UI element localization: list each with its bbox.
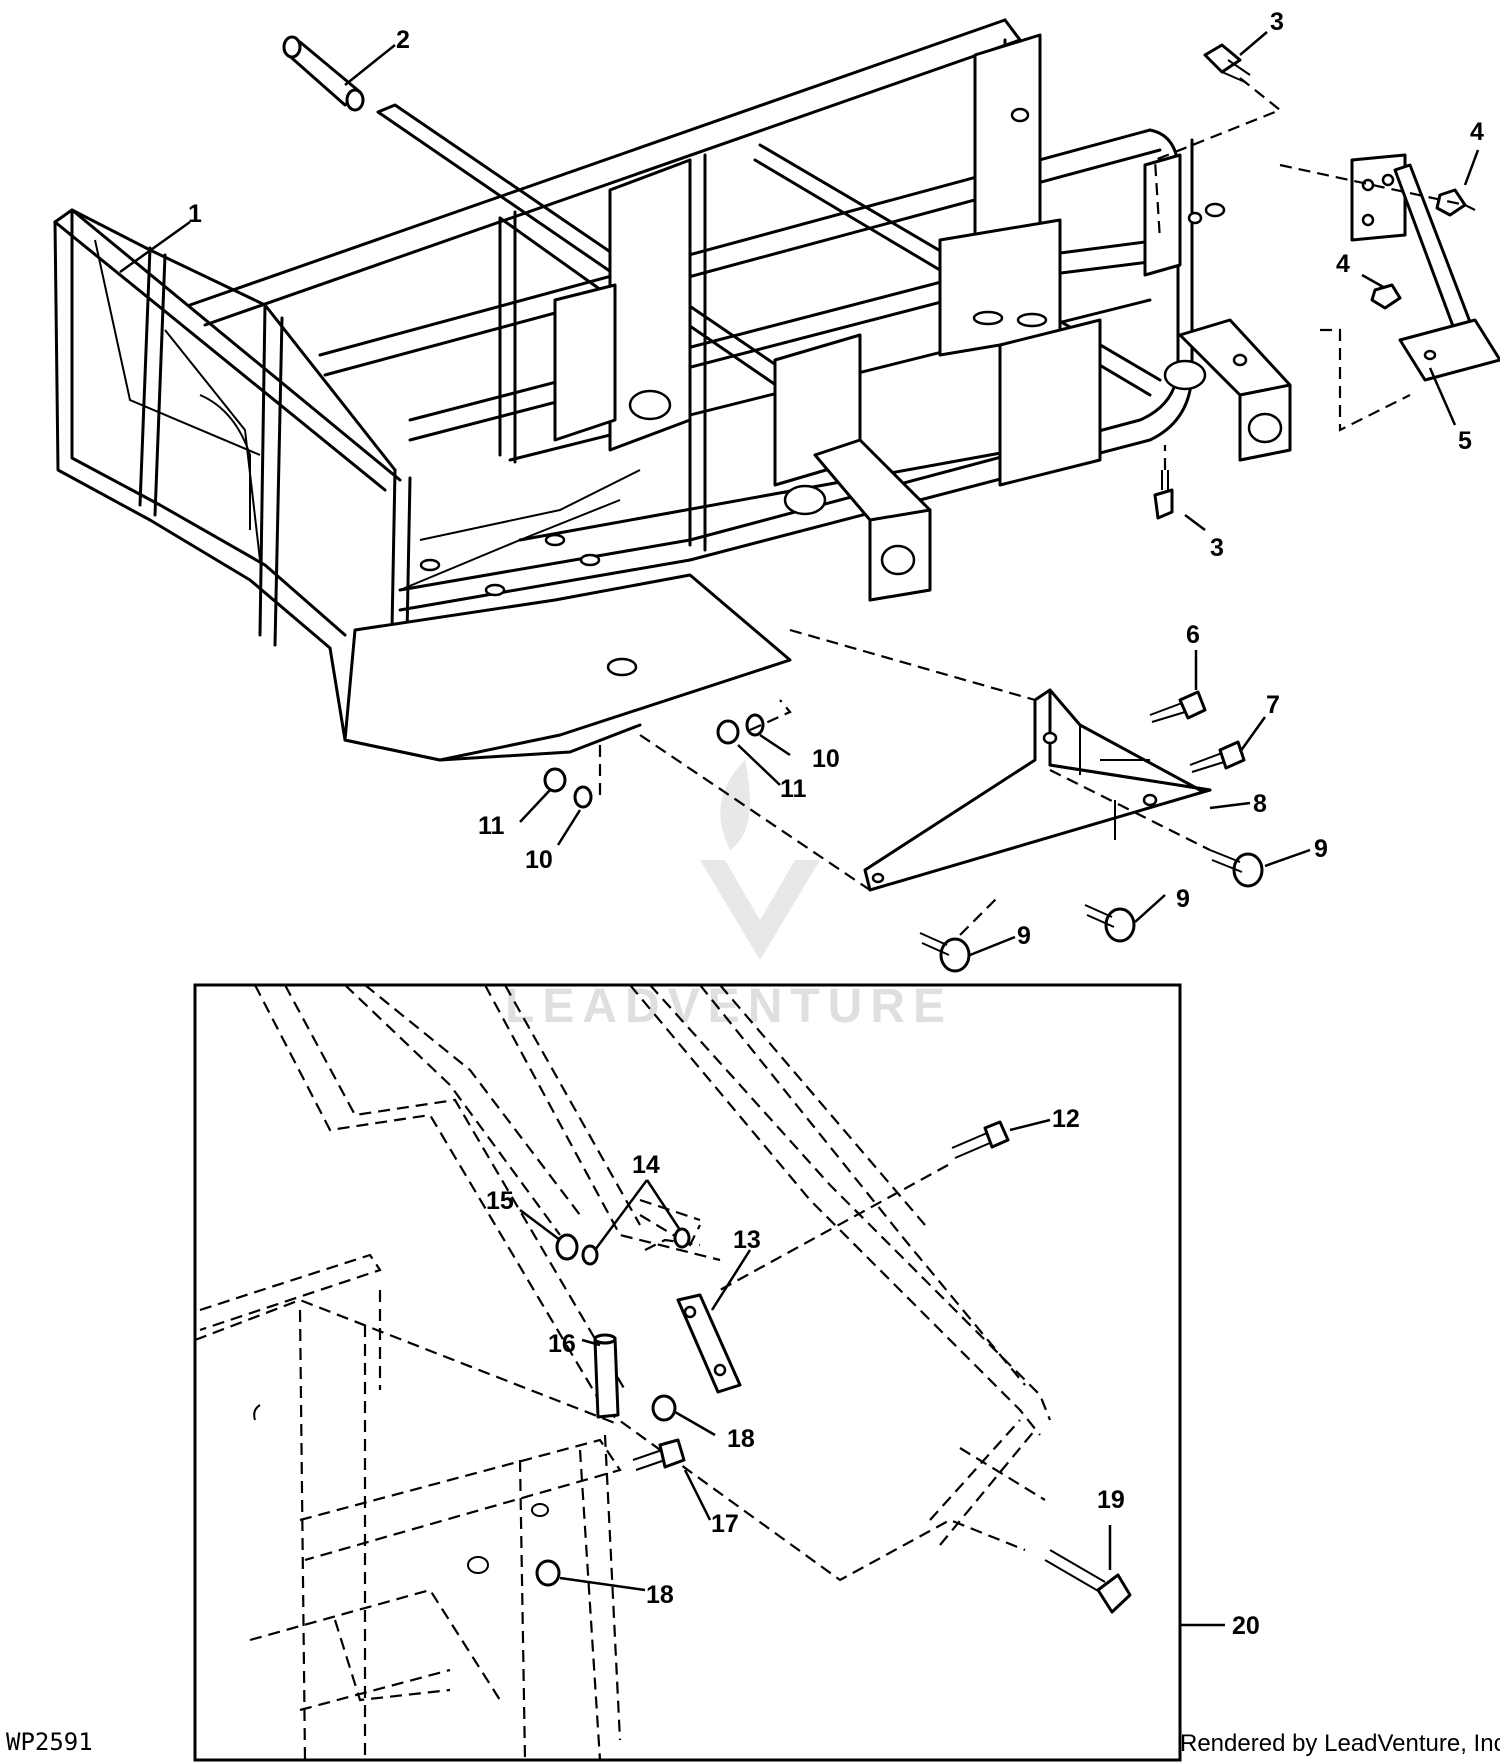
nut-part-11-a <box>716 719 740 745</box>
callout-numbers: 1 2 3 3 4 4 5 6 7 8 9 9 9 10 10 11 11 12… <box>188 8 1484 1640</box>
cross-member-part-8 <box>863 688 1212 892</box>
callout-leaders <box>119 31 1480 1627</box>
nut-part-15 <box>555 1233 579 1261</box>
watermark-text: LEADVENTURE <box>505 980 953 1033</box>
detail-box <box>193 983 1182 1762</box>
callout-12: 12 <box>1052 1105 1080 1133</box>
nut-part-18-a <box>651 1394 677 1422</box>
callout-10-a: 10 <box>812 745 840 773</box>
callout-4-lower: 4 <box>1336 250 1350 278</box>
callout-10-b: 10 <box>525 846 553 874</box>
callout-4-upper: 4 <box>1470 118 1484 146</box>
bolt-part-19 <box>1044 1549 1132 1614</box>
callout-3-bottom: 3 <box>1210 534 1224 562</box>
callout-20: 20 <box>1232 1612 1260 1640</box>
bolt-part-6 <box>1149 690 1207 723</box>
nut-part-18-b <box>535 1559 561 1587</box>
callout-18-a: 18 <box>727 1425 755 1453</box>
callout-17: 17 <box>711 1510 739 1538</box>
callout-19: 19 <box>1097 1486 1125 1514</box>
callout-8: 8 <box>1253 790 1267 818</box>
callout-9-c: 9 <box>1017 922 1031 950</box>
watermark-logo: LEADVENTURE <box>505 760 953 1033</box>
figure-code: WP2591 <box>6 1728 93 1756</box>
washer-part-10-b <box>573 785 593 809</box>
carriage-bolt-part-9-a <box>1209 849 1264 888</box>
link-part-13 <box>676 1293 742 1394</box>
frame-assembly <box>53 18 1292 762</box>
callout-5: 5 <box>1458 427 1472 455</box>
bolt-part-12 <box>951 1120 1010 1159</box>
pin-part-16 <box>593 1333 620 1419</box>
bolt-part-7 <box>1189 740 1246 773</box>
pin-part-2 <box>282 35 365 112</box>
washer-part-14-b <box>673 1227 691 1249</box>
nut-part-11-b <box>543 767 567 793</box>
callout-9-b: 9 <box>1176 885 1190 913</box>
bolt-part-3-bottom <box>1153 470 1174 520</box>
callout-13: 13 <box>733 1226 761 1254</box>
callout-16: 16 <box>548 1330 576 1358</box>
bolt-part-17 <box>632 1438 686 1471</box>
render-credit: Rendered by LeadVenture, Inc. <box>1180 1730 1500 1757</box>
alignment-lines-upper <box>598 77 1476 936</box>
callout-1: 1 <box>188 200 202 228</box>
callout-11-a: 11 <box>780 775 807 803</box>
carriage-bolt-part-9-c <box>919 932 971 973</box>
washer-part-14-a <box>581 1244 599 1266</box>
callout-18-b: 18 <box>646 1581 674 1609</box>
callout-11-b: 11 <box>478 812 505 840</box>
callout-3-top: 3 <box>1270 8 1284 36</box>
brace-part-5 <box>1350 153 1500 382</box>
callout-14: 14 <box>632 1151 660 1179</box>
carriage-bolt-part-9-b <box>1084 904 1136 943</box>
callout-15: 15 <box>486 1187 514 1215</box>
callout-9-a: 9 <box>1314 835 1328 863</box>
nut-part-4-lower <box>1370 283 1402 310</box>
bolt-part-3-top <box>1203 43 1251 83</box>
callout-7: 7 <box>1266 691 1280 719</box>
callout-2: 2 <box>396 26 410 54</box>
callout-6: 6 <box>1186 621 1200 649</box>
